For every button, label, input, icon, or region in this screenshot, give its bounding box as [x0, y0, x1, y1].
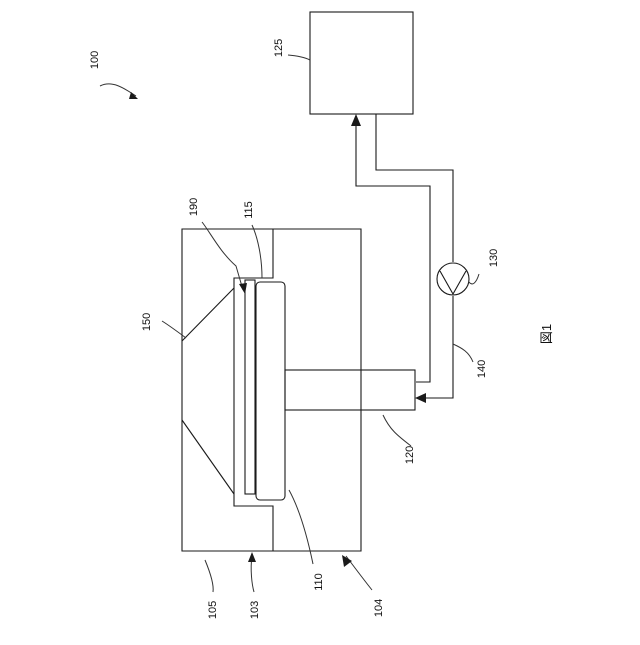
label-105: 105: [207, 601, 219, 619]
label-110: 110: [313, 573, 325, 591]
label-130: 130: [488, 249, 500, 267]
controller-box: [310, 12, 413, 114]
label-100: 100: [89, 51, 101, 69]
leader-140: [453, 344, 473, 362]
label-190: 190: [188, 198, 200, 216]
arrow-to-controller: [351, 114, 361, 126]
arrow-to-shaft: [415, 393, 426, 403]
substrate: [256, 282, 285, 500]
carrier-plate: [245, 280, 255, 494]
leader-190: [202, 222, 243, 290]
chamber-outline: [182, 229, 361, 551]
leader-115: [252, 225, 262, 278]
label-103: 103: [249, 601, 261, 619]
leader-105: [205, 560, 213, 592]
label-140: 140: [476, 360, 488, 378]
arrow-100: [129, 92, 138, 99]
arrow-103: [248, 552, 256, 562]
arrow-190: [239, 283, 247, 294]
chamber-inner-step: [234, 229, 273, 551]
leader-125: [288, 55, 310, 60]
label-104: 104: [373, 599, 385, 617]
leader-130: [469, 274, 479, 284]
label-120: 120: [404, 446, 416, 464]
showerhead-upper-edge: [182, 288, 234, 341]
figure-label: 図1: [539, 324, 554, 344]
label-125: 125: [273, 39, 285, 57]
leader-110: [289, 490, 313, 564]
line-controller-to-pump: [376, 114, 453, 262]
leader-120: [383, 415, 411, 446]
label-115: 115: [243, 201, 255, 219]
line-pump-to-shaft: [422, 296, 453, 398]
pump-symbol: [440, 271, 466, 294]
label-150: 150: [141, 313, 153, 331]
showerhead-lower-edge: [182, 420, 234, 494]
support-shaft: [285, 370, 415, 410]
pump-circle: [437, 263, 469, 295]
line-to-controller: [356, 120, 430, 382]
